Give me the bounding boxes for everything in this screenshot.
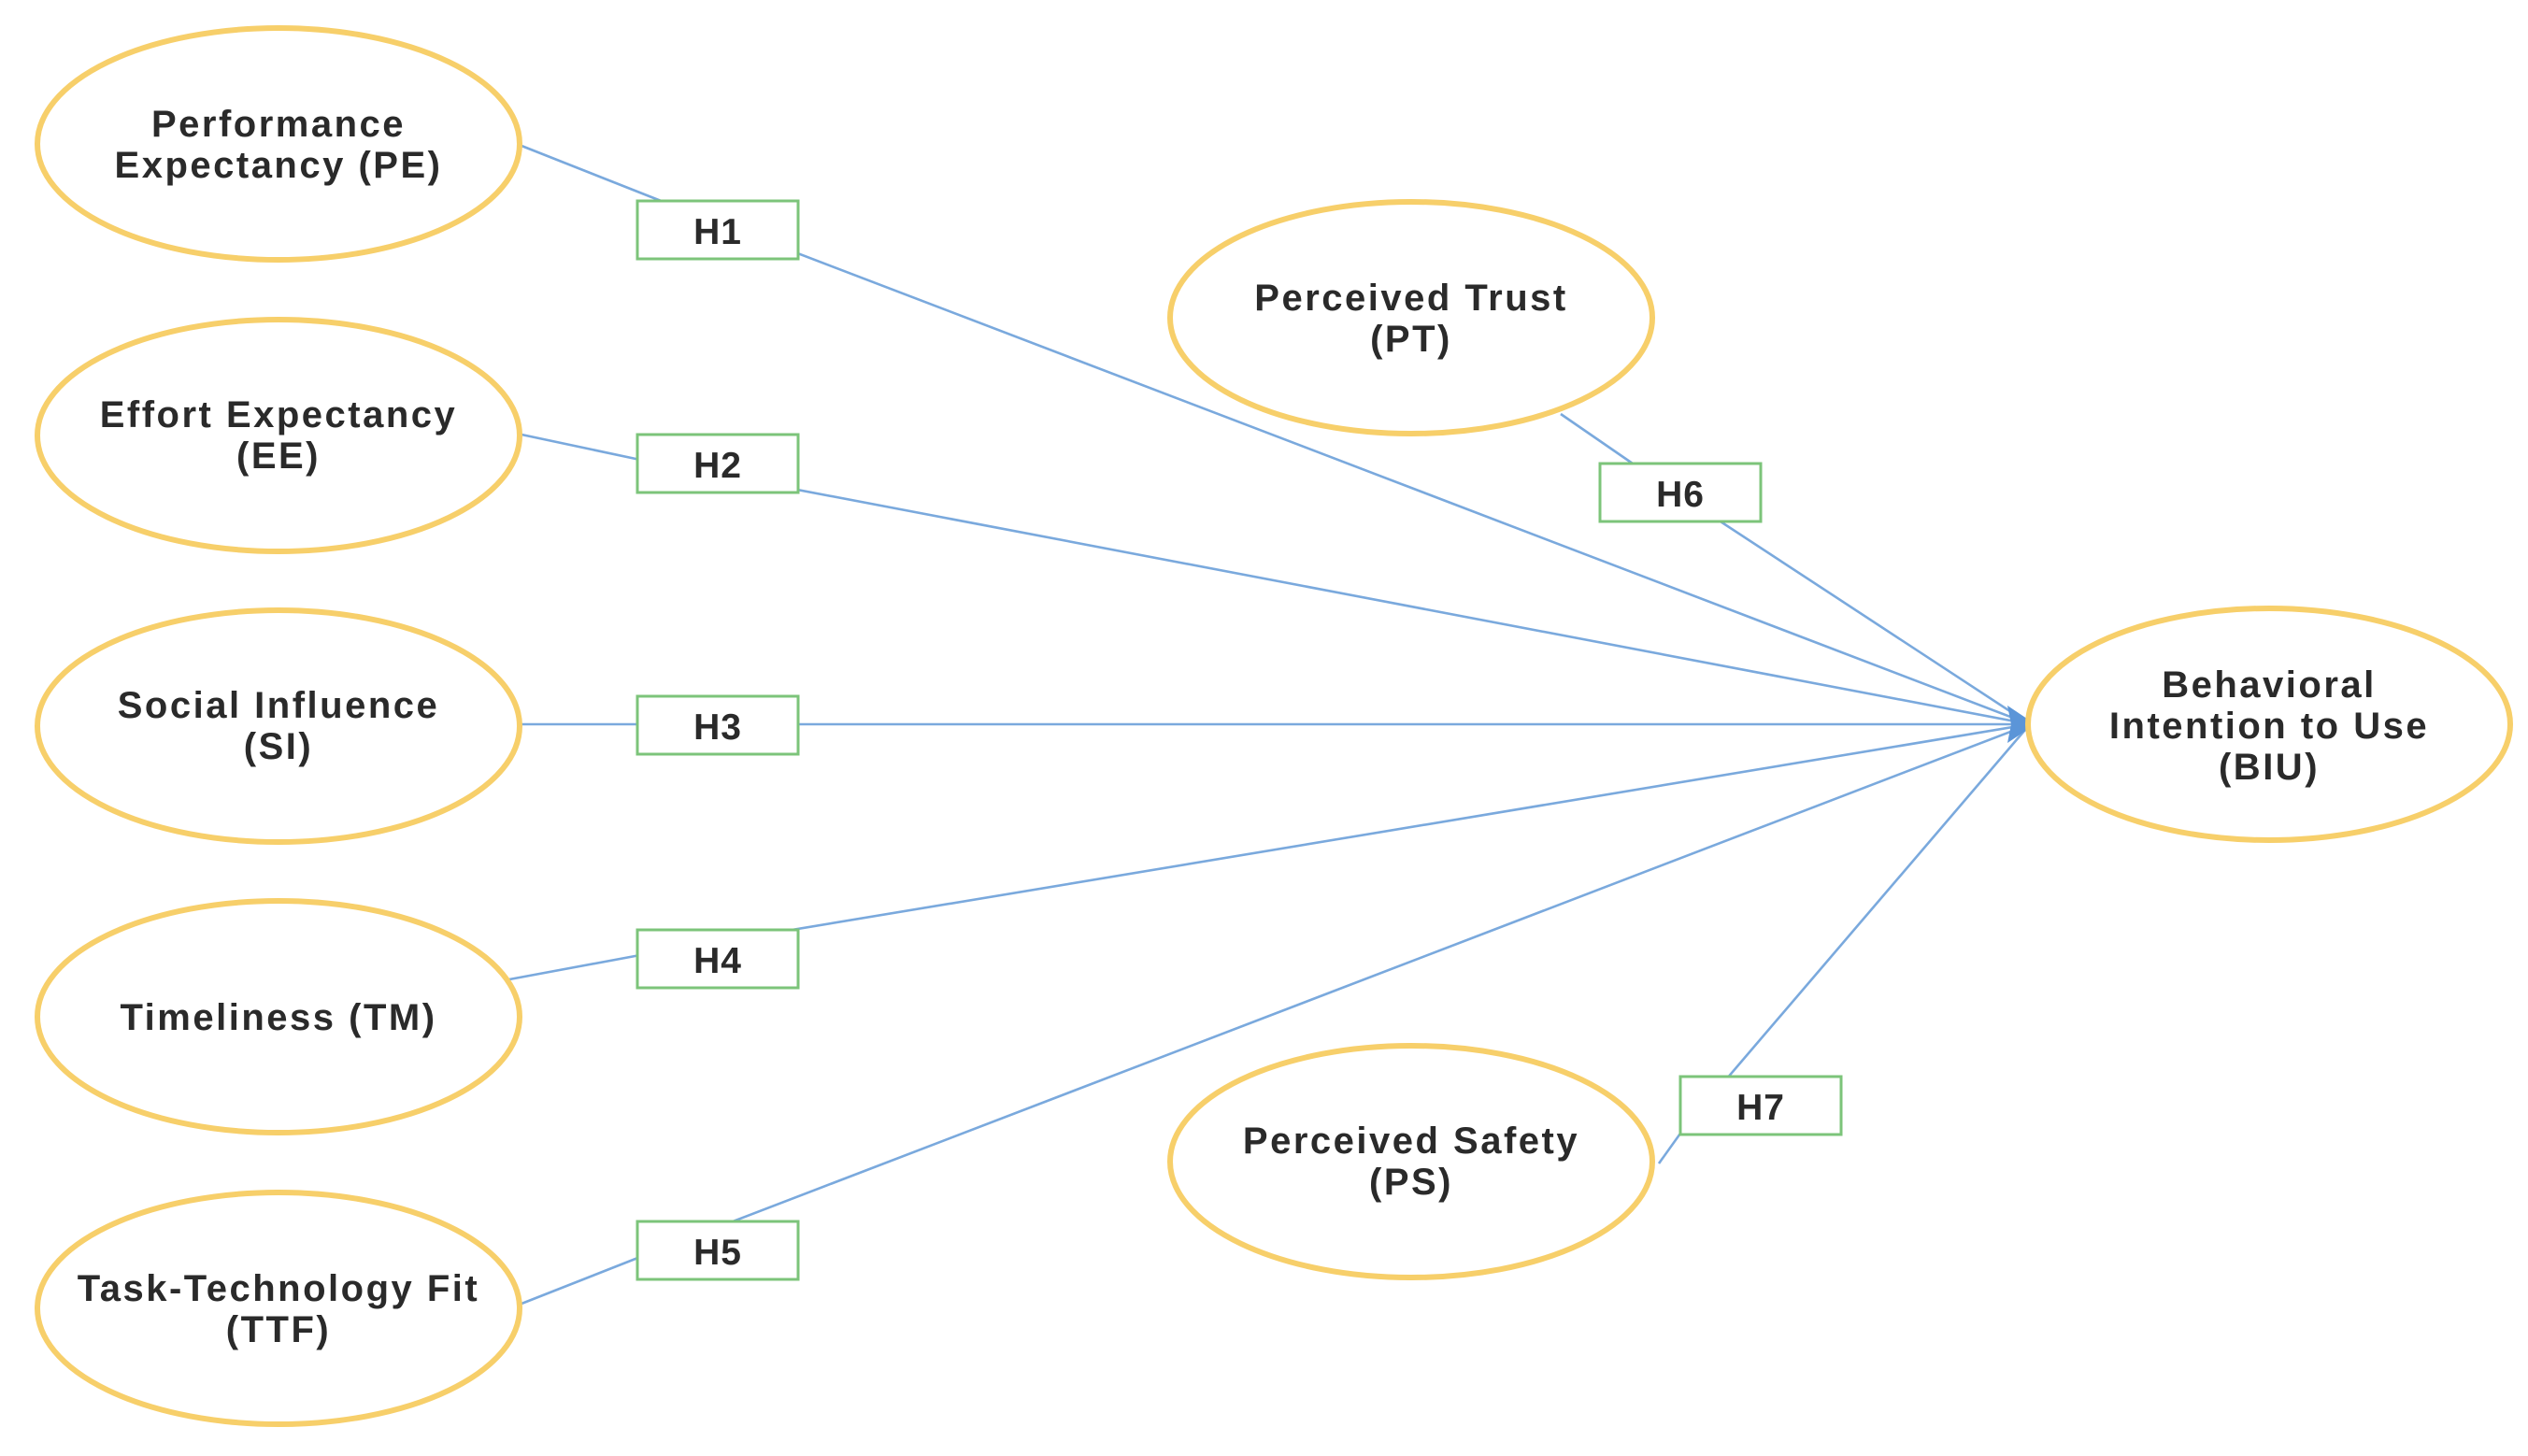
hypothesis-h5-box xyxy=(636,1220,800,1281)
node-ps-line2: (PS) xyxy=(1369,1162,1453,1203)
node-tm-line1: Timeliness (TM) xyxy=(120,997,436,1038)
hypothesis-h5: H5 xyxy=(636,1220,800,1281)
hypothesis-h3-box xyxy=(636,694,800,756)
hypothesis-h3: H3 xyxy=(636,694,800,756)
hypothesis-h6-box xyxy=(1598,462,1763,523)
node-ee-line1: Effort Expectancy xyxy=(100,394,458,435)
ellipse-ee xyxy=(35,317,522,554)
hypothesis-h2-label: H2 xyxy=(693,446,742,486)
node-biu-line1: Behavioral xyxy=(2162,664,2377,706)
hypothesis-h2-box xyxy=(636,433,800,494)
ellipse-tm xyxy=(35,898,522,1135)
node-tm: Timeliness (TM) xyxy=(35,898,522,1135)
node-ee-line2: (EE) xyxy=(236,435,321,477)
hypothesis-h1-label: H1 xyxy=(693,212,742,252)
node-ps: Perceived Safety (PS) xyxy=(1167,1043,1655,1280)
hypothesis-h7: H7 xyxy=(1678,1075,1843,1136)
ellipse-si xyxy=(35,607,522,845)
path-pt-to-biu xyxy=(1560,412,2031,726)
node-pt-line1: Perceived Trust xyxy=(1254,278,1567,319)
ellipse-pt xyxy=(1167,199,1655,436)
node-pt-line2: (PT) xyxy=(1370,319,1452,360)
node-si-line1: Social Influence xyxy=(118,685,440,726)
hypothesis-h6-label: H6 xyxy=(1656,475,1705,515)
hypothesis-h2: H2 xyxy=(636,433,800,494)
node-biu-line2: Intention to Use xyxy=(2109,706,2429,747)
node-ttf: Task-Technology Fit (TTF) xyxy=(35,1190,522,1427)
node-pe: Performance Expectancy (PE) xyxy=(35,25,522,263)
hypothesis-h6: H6 xyxy=(1598,462,1763,523)
node-ttf-line2: (TTF) xyxy=(226,1309,331,1350)
arrowhead-icon xyxy=(2007,706,2035,743)
node-si: Social Influence (SI) xyxy=(35,607,522,845)
hypothesis-h3-label: H3 xyxy=(693,707,742,748)
hypothesis-h7-label: H7 xyxy=(1736,1088,1785,1128)
hypothesis-h5-label: H5 xyxy=(693,1233,742,1273)
hypothesis-h1-box xyxy=(636,199,800,261)
node-si-line2: (SI) xyxy=(244,726,313,767)
node-pe-line2: Expectancy (PE) xyxy=(115,145,443,186)
ellipse-ttf xyxy=(35,1190,522,1427)
node-biu: Behavioral Intention to Use (BIU) xyxy=(2025,606,2513,843)
hypothesis-h4-box xyxy=(636,928,800,990)
node-biu-line3: (BIU) xyxy=(2219,747,2320,788)
hypothesis-h4: H4 xyxy=(636,928,800,990)
node-pe-line1: Performance xyxy=(151,104,406,145)
ellipse-ps xyxy=(1167,1043,1655,1280)
node-ps-line1: Perceived Safety xyxy=(1243,1121,1579,1162)
ellipse-pe xyxy=(35,25,522,263)
hypothesis-h7-box xyxy=(1678,1075,1843,1136)
ellipse-biu xyxy=(2025,606,2513,843)
hypothesis-h1: H1 xyxy=(636,199,800,261)
hypothesis-h4-label: H4 xyxy=(693,941,742,981)
node-ee: Effort Expectancy (EE) xyxy=(35,317,522,554)
node-ttf-line1: Task-Technology Fit xyxy=(78,1268,480,1309)
node-pt: Perceived Trust (PT) xyxy=(1167,199,1655,436)
